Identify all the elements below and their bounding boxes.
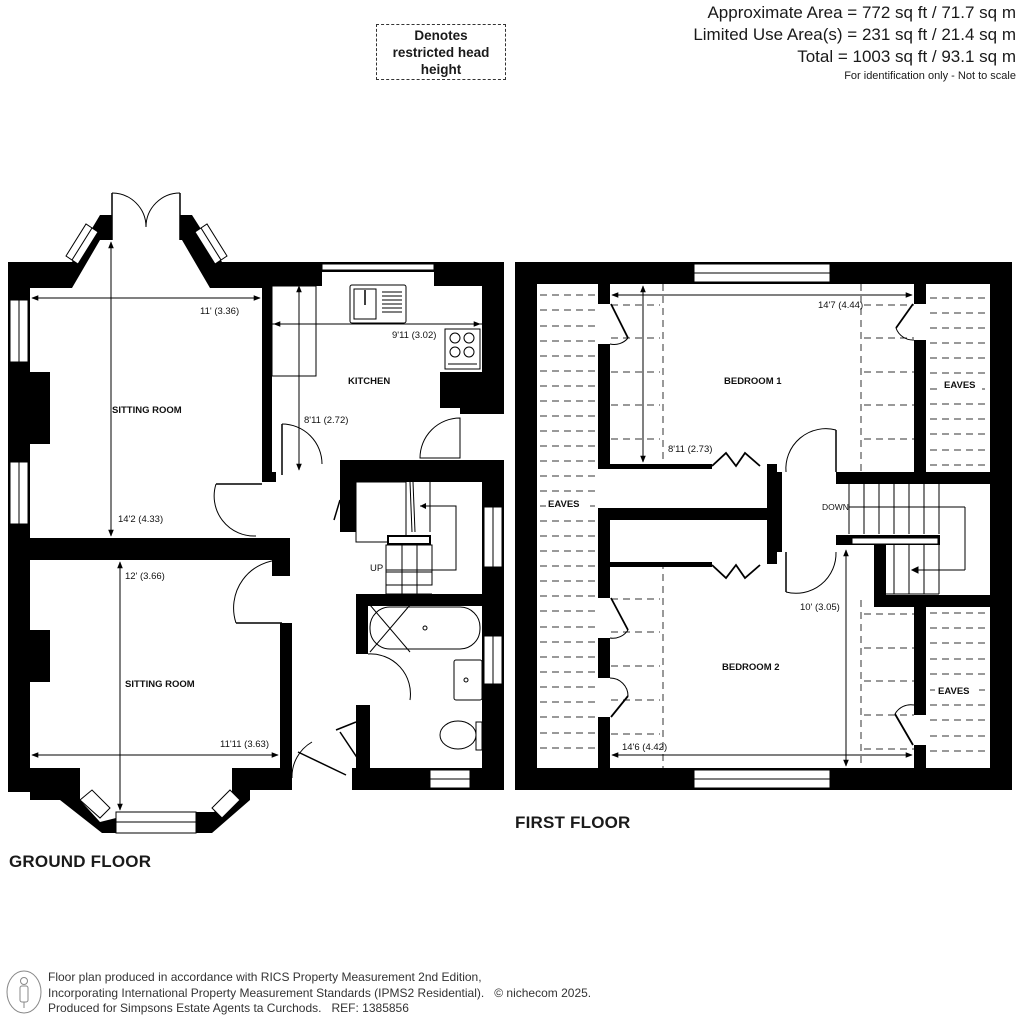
ground-floor-plan: SITTING ROOM 11' (3.36) 14'2 (4.33) KITC…: [8, 192, 504, 834]
room-label: SITTING ROOM: [125, 679, 195, 690]
room-label: BEDROOM 1: [724, 376, 782, 387]
first-floor-label: FIRST FLOOR: [515, 813, 631, 832]
room-label: KITCHEN: [348, 376, 390, 387]
limited-use-area: Limited Use Area(s) = 231 sq ft / 21.4 s…: [693, 25, 1016, 44]
kitchen-sink-icon: [349, 284, 407, 324]
first-floor-stairs: [848, 484, 966, 595]
copyright: © nichecom 2025.: [494, 985, 592, 1000]
ground-floor-label: GROUND FLOOR: [9, 852, 152, 871]
basin-icon: [453, 659, 483, 701]
rear-bay-window: [8, 768, 292, 834]
eaves-label: EAVES: [938, 686, 970, 697]
dimension-label: 14'2 (4.33): [118, 514, 163, 525]
dimension-label: 11' (3.36): [200, 306, 239, 317]
front-bay-doors: [8, 192, 262, 300]
toilet-icon: [439, 720, 483, 751]
dimension-label: 14'6 (4.42): [622, 742, 667, 753]
first-floor-plan: BEDROOM 1 14'7 (4.44) 8'11 (2.73) BEDROO…: [515, 262, 1012, 790]
footer-disclaimer: Floor plan produced in accordance with R…: [48, 970, 591, 1017]
reference-number: REF: 1385856: [331, 1001, 409, 1015]
total-area: Total = 1003 sq ft / 93.1 sq m: [797, 47, 1016, 66]
dimension-label: 11'11 (3.63): [220, 739, 269, 750]
dimension-label: 9'11 (3.02): [392, 330, 436, 341]
dimension-label: 10' (3.05): [800, 602, 840, 613]
footer-line-1: Floor plan produced in accordance with R…: [48, 970, 482, 984]
eaves-label: EAVES: [944, 380, 976, 391]
bath-icon: [369, 604, 481, 653]
area-summary: Approximate Area = 772 sq ft / 71.7 sq m…: [693, 2, 1016, 84]
eaves-label: EAVES: [548, 499, 580, 510]
legend-text: Denotes restricted head height: [392, 27, 490, 77]
stairs-down-label: DOWN: [822, 502, 849, 512]
ground-floor-stairs: [385, 481, 457, 595]
dimension-label: 14'7 (4.44): [818, 300, 863, 311]
room-label: SITTING ROOM: [112, 405, 182, 416]
approximate-area: Approximate Area = 772 sq ft / 71.7 sq m: [707, 3, 1016, 22]
scale-disclaimer: For identification only - Not to scale: [844, 70, 1016, 82]
dimension-label: 12' (3.66): [125, 571, 165, 582]
footer-line-3: Produced for Simpsons Estate Agents ta C…: [48, 1001, 322, 1015]
restricted-head-height-legend: Denotes restricted head height: [376, 24, 506, 80]
person-scale-icon: [6, 970, 42, 1014]
dimension-label: 8'11 (2.73): [668, 444, 712, 455]
stairs-up-label: UP: [370, 563, 383, 574]
footer-line-2: Incorporating International Property Mea…: [48, 985, 485, 1000]
kitchen-hob-icon: [444, 328, 481, 370]
room-label: BEDROOM 2: [722, 662, 780, 673]
dimension-label: 8'11 (2.72): [304, 415, 348, 426]
